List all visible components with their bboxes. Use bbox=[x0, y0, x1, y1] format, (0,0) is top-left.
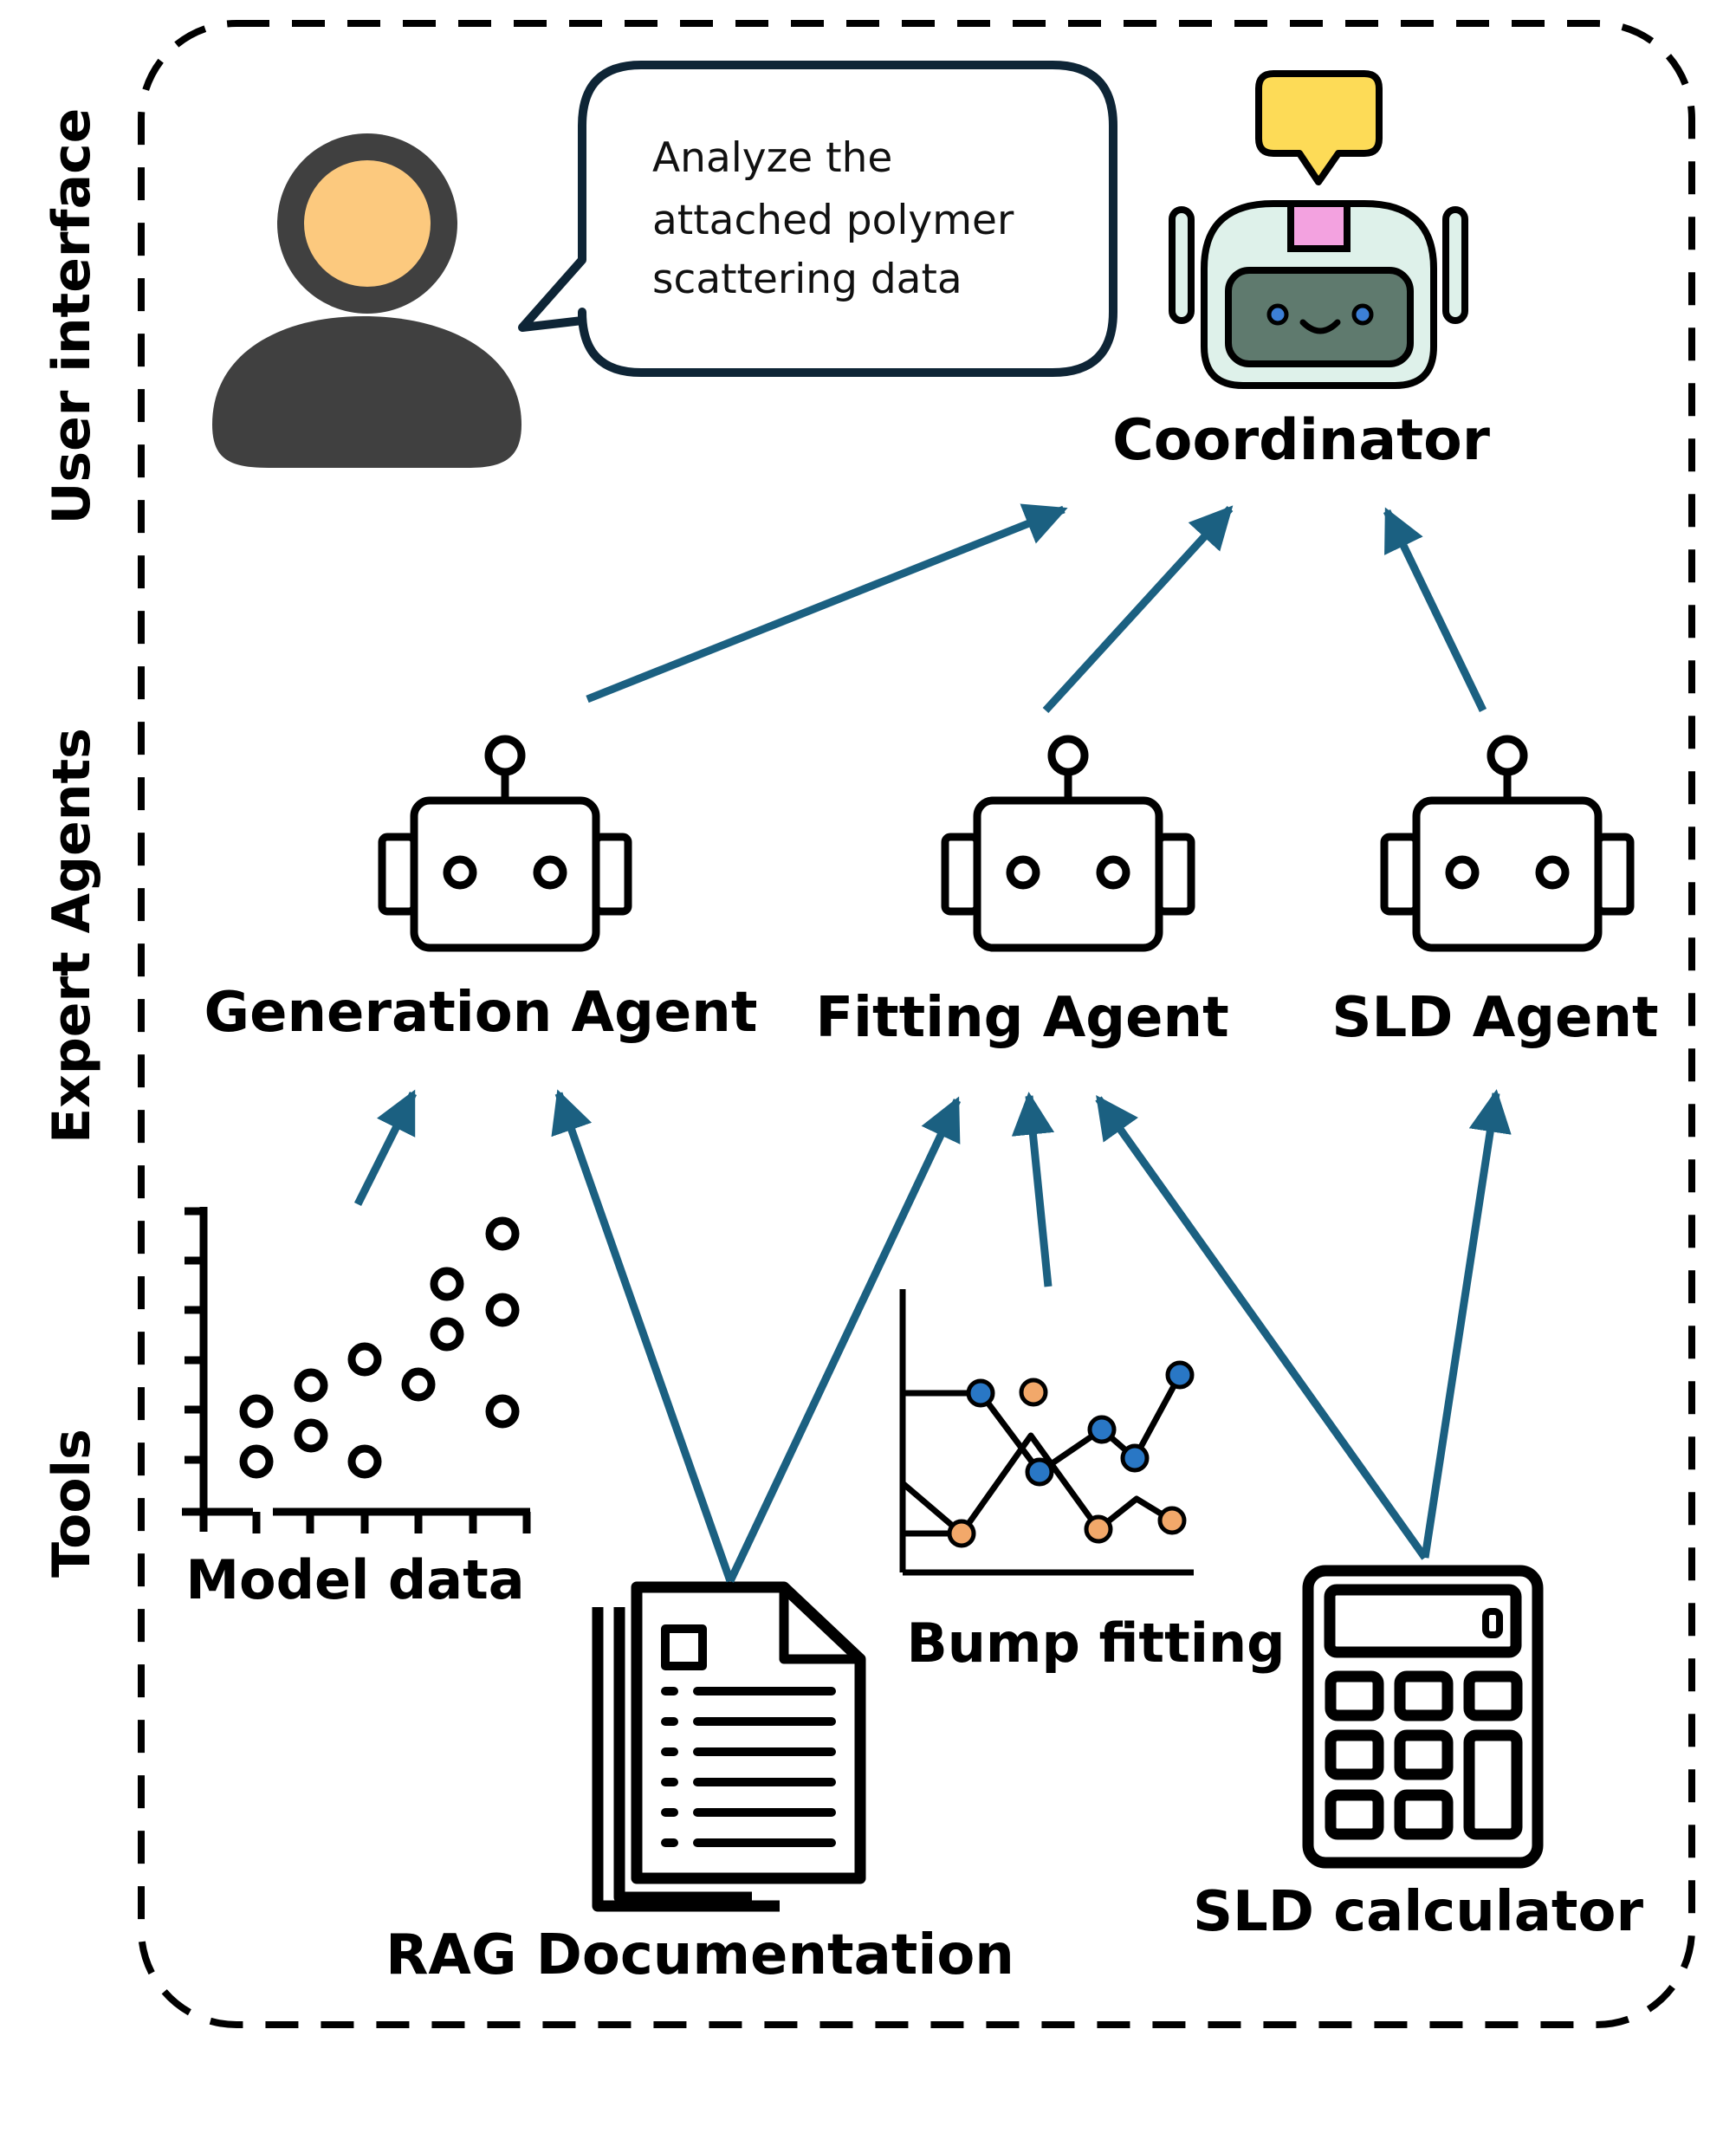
sld-agent-robot-icon bbox=[1384, 739, 1630, 948]
bump-fitting-label: Bump fitting bbox=[907, 1611, 1286, 1675]
fitting-agent-label: Fitting Agent bbox=[815, 986, 1228, 1050]
model-data-label: Model data bbox=[185, 1548, 524, 1611]
arrow-bump-to-fitting bbox=[1011, 1092, 1055, 1287]
arrow-generation-to-coordinator bbox=[586, 503, 1068, 703]
arrow-fitting-to-coordinator bbox=[1042, 505, 1234, 714]
section-label-user-interface: User interface bbox=[42, 108, 102, 525]
coordinator-label: Coordinator bbox=[1112, 408, 1490, 473]
generation-agent-label: Generation Agent bbox=[204, 981, 758, 1045]
generation-agent-robot-icon bbox=[382, 739, 628, 948]
coordinator-robot-icon bbox=[1169, 70, 1468, 389]
user-person-icon bbox=[212, 133, 521, 468]
sld-agent-label: SLD Agent bbox=[1331, 986, 1658, 1050]
arrow-model-data-to-generation bbox=[353, 1089, 418, 1207]
bump-fitting-chart-icon bbox=[899, 1289, 1195, 1576]
fitting-agent-robot-icon bbox=[945, 739, 1191, 948]
flow-arrows bbox=[353, 503, 1512, 1583]
speech-bubble: Analyze the attached polymer scattering … bbox=[518, 61, 1117, 377]
dashed-frame bbox=[138, 20, 1695, 2028]
arrow-rag-to-fitting bbox=[726, 1096, 962, 1583]
section-label-tools: Tools bbox=[42, 1429, 102, 1578]
model-data-scatter-icon bbox=[182, 1207, 531, 1533]
arrow-rag-to-generation bbox=[551, 1089, 735, 1583]
rag-documentation-icon bbox=[592, 1581, 866, 1912]
speech-line-3: scattering data bbox=[652, 256, 962, 303]
sld-calculator-icon bbox=[1302, 1565, 1544, 1869]
arrow-calculator-to-fitting bbox=[1095, 1094, 1428, 1560]
arrow-sld-to-coordinator bbox=[1383, 507, 1487, 712]
rag-documentation-label: RAG Documentation bbox=[385, 1923, 1014, 1987]
speech-line-1: Analyze the bbox=[652, 134, 892, 182]
sld-calculator-label: SLD calculator bbox=[1193, 1880, 1644, 1944]
section-label-expert-agents: Expert Agents bbox=[42, 728, 102, 1144]
arrow-calculator-to-sld bbox=[1421, 1089, 1512, 1559]
speech-line-2: attached polymer bbox=[652, 197, 1014, 244]
